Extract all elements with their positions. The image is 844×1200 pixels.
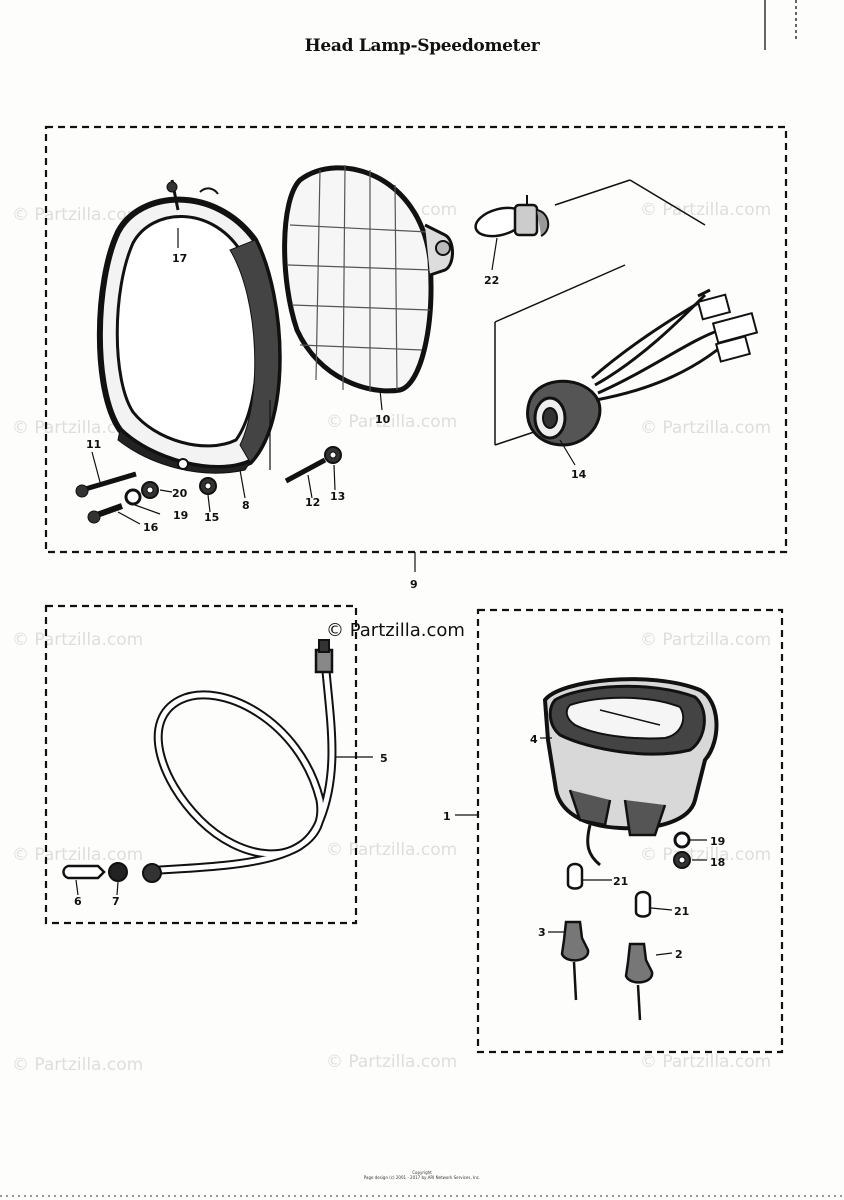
watermark: © Partzilla.com <box>326 840 458 860</box>
leader-lines <box>91 228 576 572</box>
cable-group-box <box>44 604 358 925</box>
callout-18: 18 <box>710 856 725 869</box>
watermark: © Partzilla.com <box>12 845 144 865</box>
callout-15: 15 <box>204 511 219 524</box>
callout-12: 12 <box>305 496 320 509</box>
callout-6: 6 <box>74 895 82 908</box>
callout-13: 13 <box>330 490 345 503</box>
watermark: © Partzilla.com <box>12 630 144 650</box>
callout-7: 7 <box>112 895 120 908</box>
socket-harness <box>526 288 759 447</box>
callout-5: 5 <box>380 752 388 765</box>
footer-line-2: Page design (c) 2001 - 2017 by ARI Netwo… <box>363 1175 481 1180</box>
callout-1: 1 <box>443 810 451 823</box>
watermark: © Partzilla.com <box>12 1055 144 1075</box>
watermark: © Partzilla.com <box>326 1052 458 1072</box>
callout-19b: 19 <box>710 835 725 848</box>
callout-19: 19 <box>173 509 188 522</box>
watermark: © Partzilla.com <box>640 845 772 865</box>
watermark: © Partzilla.com <box>640 630 772 650</box>
group-boxes <box>44 125 788 1054</box>
headlamp-group-box <box>44 125 788 554</box>
headlamp-rim <box>96 179 282 474</box>
watermark-center: © Partzilla.com <box>326 620 465 641</box>
footer-copyright: Copyright Page design (c) 2001 - 2017 by… <box>322 1170 522 1180</box>
callout-22: 22 <box>484 274 499 287</box>
callout-21a: 21 <box>613 875 628 888</box>
watermark: © Partzilla.com <box>12 418 144 438</box>
speedometer-unit <box>542 677 719 1021</box>
callout-20: 20 <box>172 487 188 500</box>
page-title: Head Lamp-Speedometer <box>304 36 540 56</box>
footer-line-1: Copyright <box>412 1170 432 1175</box>
watermark: © Partzilla.com <box>12 205 144 225</box>
callout-11: 11 <box>86 438 101 451</box>
callout-10: 10 <box>375 413 391 426</box>
callout-4: 4 <box>530 733 538 746</box>
socket-frame <box>494 179 706 446</box>
sealed-beam-lens <box>282 164 454 394</box>
callout-3: 3 <box>538 926 546 939</box>
callout-2: 2 <box>675 948 683 961</box>
speedometer-cable <box>62 639 337 883</box>
callout-numbers: 17 11 20 19 16 15 8 12 13 10 22 14 9 5 6… <box>74 252 725 961</box>
callout-9: 9 <box>410 578 418 591</box>
fasteners <box>75 446 342 524</box>
watermark: © Partzilla.com <box>640 1052 772 1072</box>
callout-16: 16 <box>143 521 159 534</box>
watermark: © Partzilla.com <box>326 412 458 432</box>
callout-21b: 21 <box>674 905 689 918</box>
watermark: © Partzilla.com <box>640 418 772 438</box>
callout-8: 8 <box>242 499 250 512</box>
callout-17: 17 <box>172 252 187 265</box>
callout-14: 14 <box>571 468 587 481</box>
bulb <box>474 195 550 238</box>
